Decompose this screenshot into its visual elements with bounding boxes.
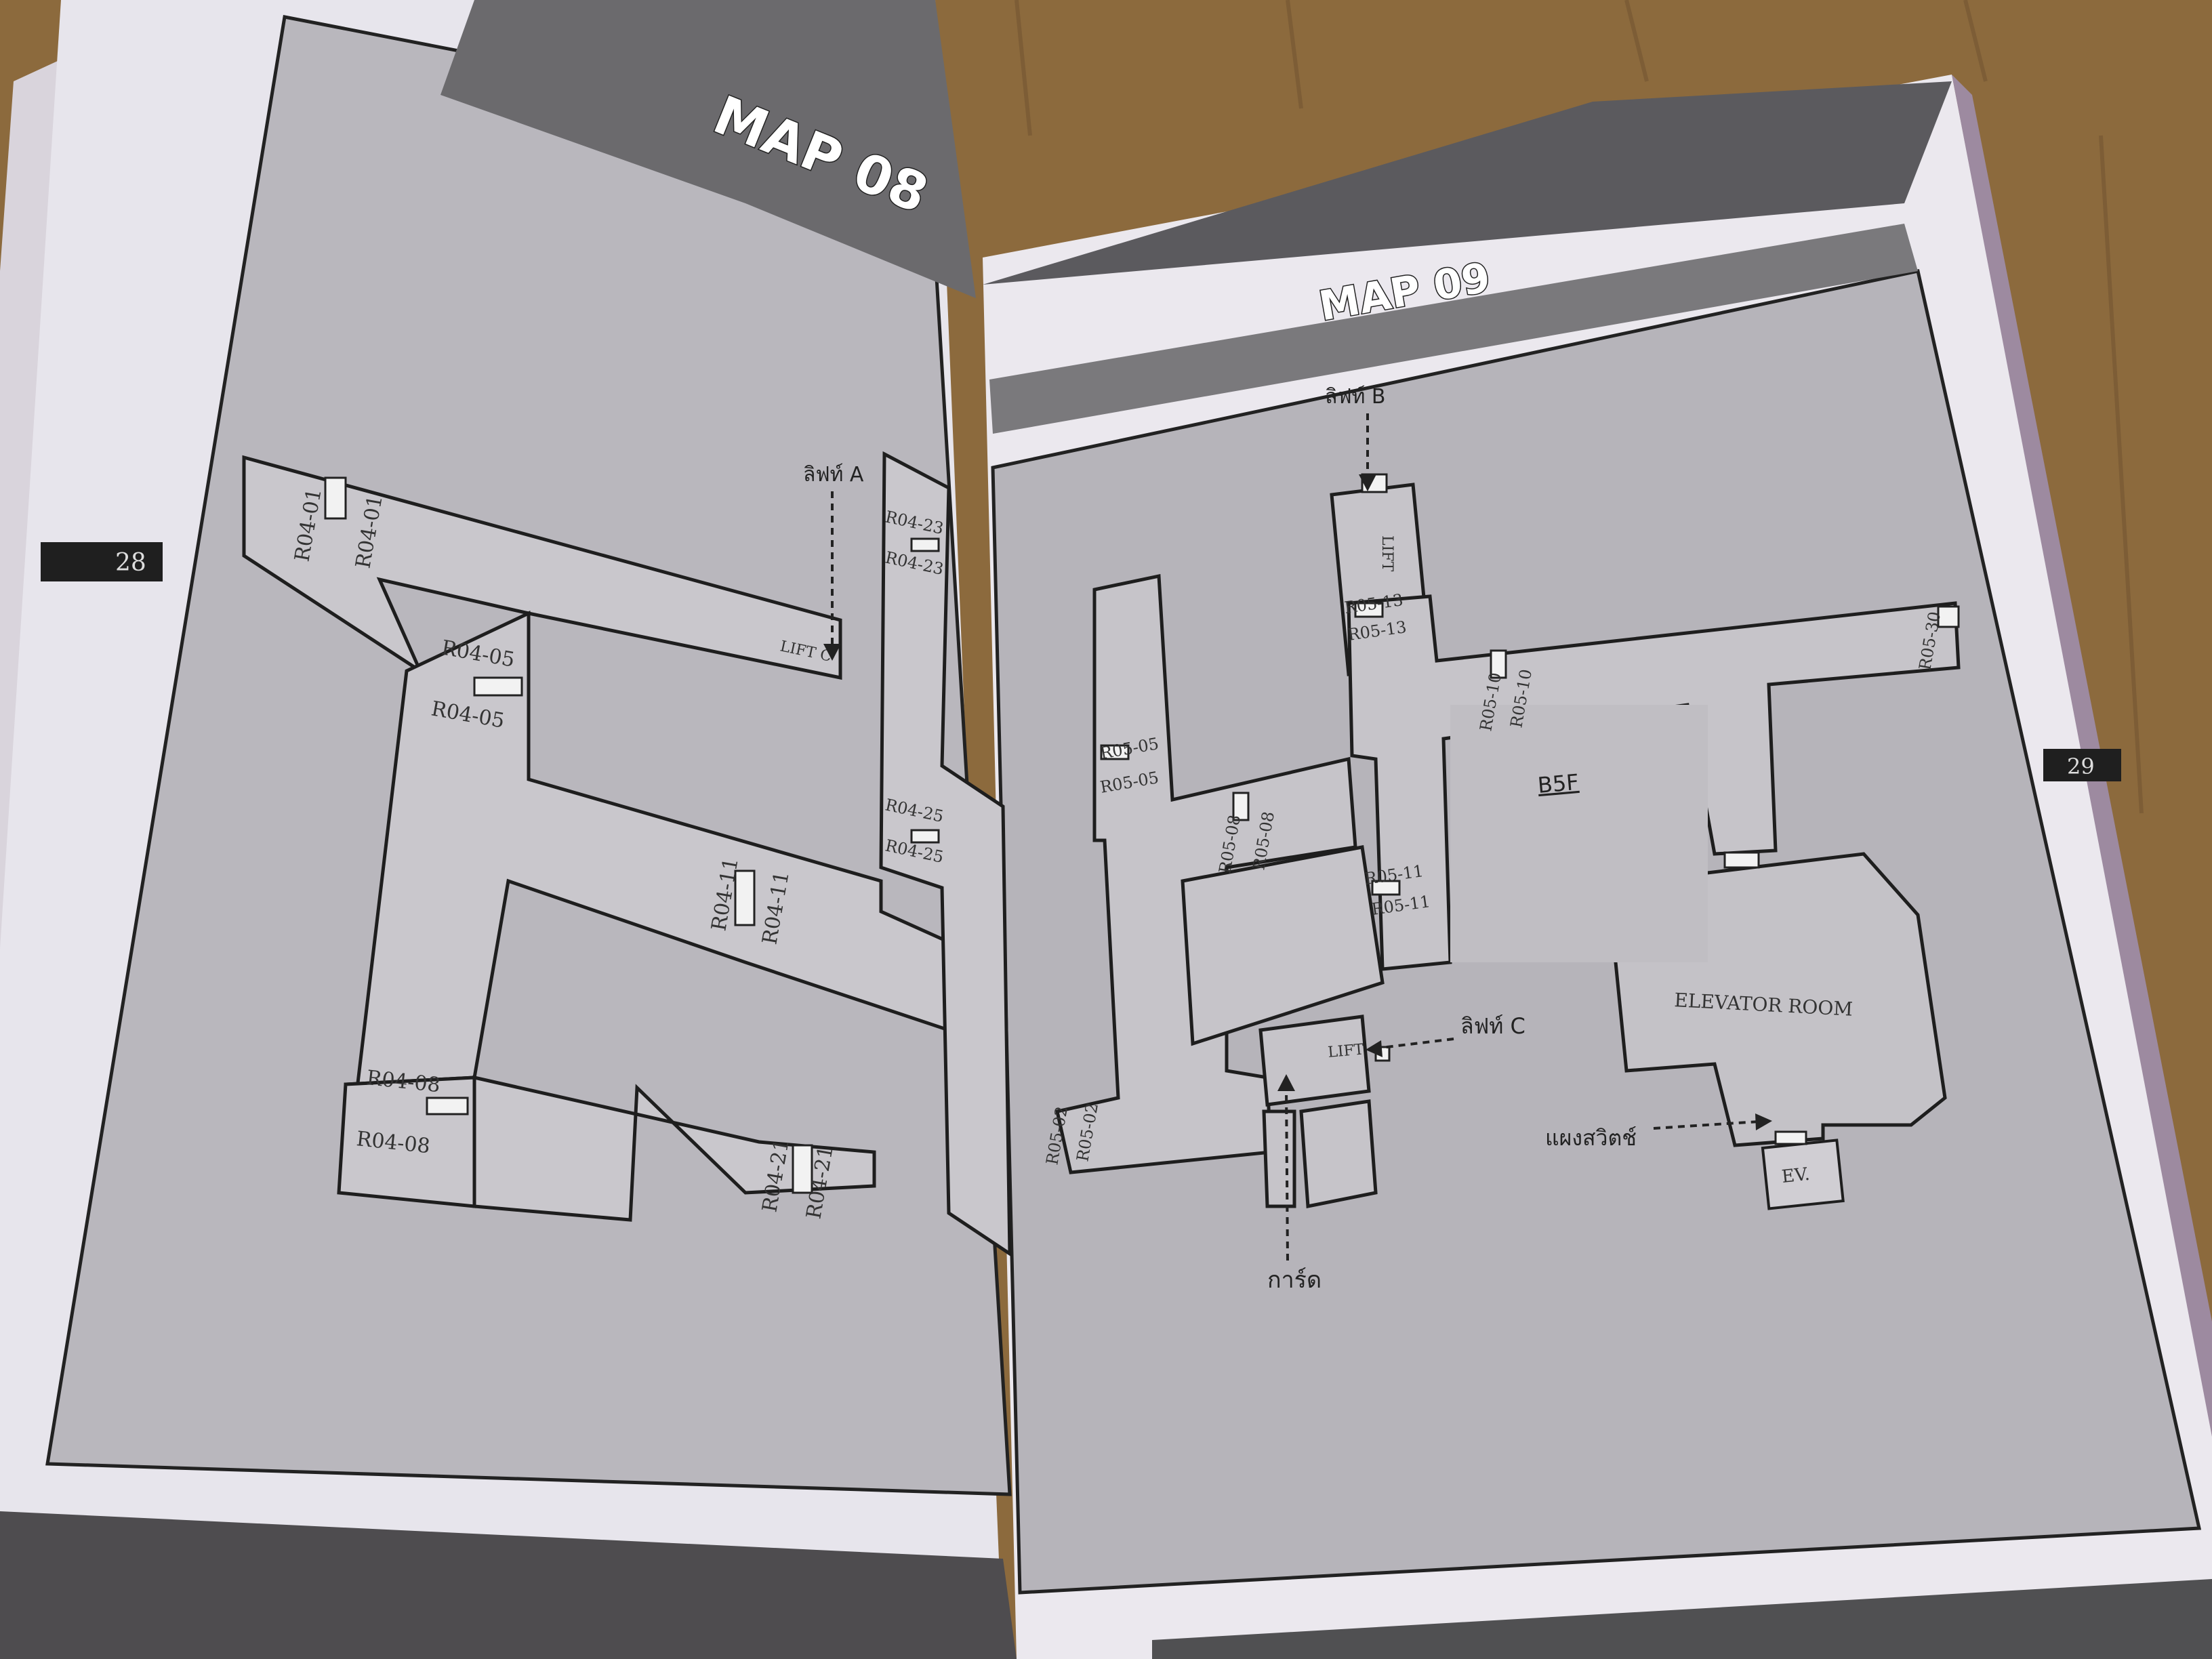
b5f-label: B5F bbox=[1536, 769, 1580, 798]
card-label: การ์ด bbox=[1267, 1267, 1322, 1294]
lift-a-label: ลิฟท์ A bbox=[803, 463, 864, 487]
right-footer-texture bbox=[1152, 1579, 2212, 1659]
page-tab-29 bbox=[2043, 749, 2121, 781]
lift-c-room-label: LIFT bbox=[1327, 1041, 1365, 1061]
south-corridor bbox=[1262, 1099, 1378, 1209]
lift-b-callout: ลิฟท์ B bbox=[1325, 385, 1386, 491]
lift-c-callout: ลิฟท์ C bbox=[1366, 1013, 1525, 1057]
switch-panel-label: แผงสวิตช์ bbox=[1545, 1125, 1637, 1151]
center-block bbox=[1181, 845, 1385, 1046]
map-08-corridors bbox=[242, 451, 1012, 1257]
ev-label: EV. bbox=[1781, 1164, 1811, 1187]
page-number-29: 29 bbox=[2067, 754, 2095, 779]
page-number-28: 28 bbox=[115, 549, 146, 577]
corridor-top bbox=[242, 455, 842, 680]
wood-grain bbox=[1015, 0, 2144, 814]
right-header-banner bbox=[983, 81, 1952, 285]
main-east-corridor bbox=[1347, 594, 1961, 971]
page-tab-28 bbox=[41, 542, 163, 581]
corridor-right-vertical bbox=[879, 451, 1012, 1257]
left-header-banner bbox=[441, 0, 976, 298]
card-callout: การ์ด bbox=[1267, 1074, 1322, 1294]
map-09-corridors bbox=[1055, 483, 1961, 1209]
south-lift-room bbox=[1258, 1015, 1371, 1107]
map-08-doors bbox=[324, 476, 940, 1194]
left-footer-texture bbox=[0, 1511, 1017, 1659]
lift-b-room-label: LIFT bbox=[1378, 535, 1395, 572]
lift-c-label: ลิฟท์ C bbox=[1460, 1013, 1525, 1039]
switch-panel-callout: แผงสวิตช์ bbox=[1545, 1113, 1772, 1151]
right-header-bar bbox=[989, 224, 1918, 434]
lift-a-callout: ลิฟท์ A bbox=[803, 463, 864, 661]
b5f-block bbox=[1450, 705, 1708, 962]
lift-b-label: ลิฟท์ B bbox=[1325, 385, 1386, 409]
map-09-doors bbox=[1100, 473, 1960, 1145]
